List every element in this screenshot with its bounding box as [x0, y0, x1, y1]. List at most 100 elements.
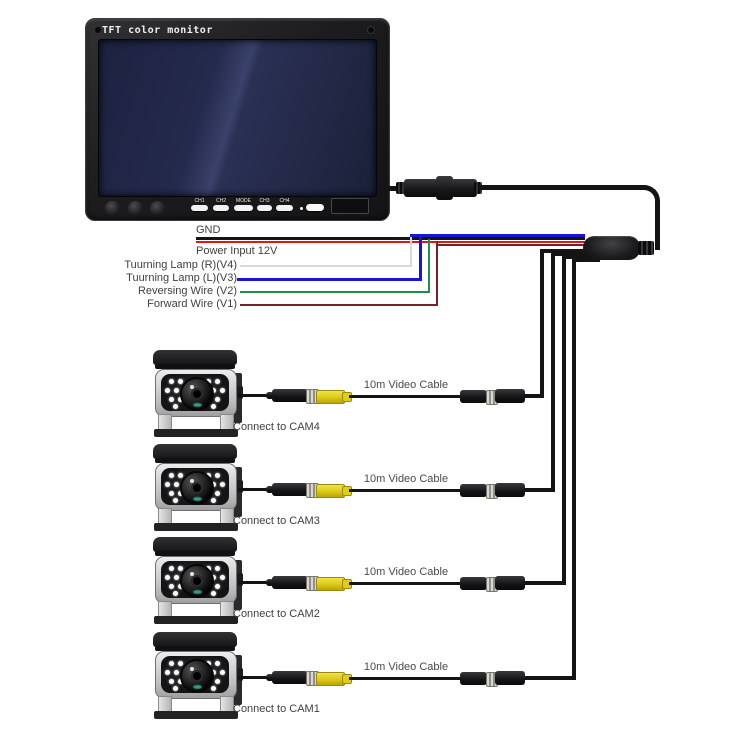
camera: [152, 347, 243, 439]
cam1-video-cable-stub: [572, 258, 600, 262]
connector-tail: [524, 581, 566, 585]
camera-connection-label: Connect to CAM3: [233, 515, 320, 527]
camera-lens: [180, 377, 214, 411]
monitor-cable-stub: [384, 186, 400, 191]
mode-button[interactable]: [234, 205, 253, 211]
camera-row-cam1: 10m Video Cable Connect to CAM1: [0, 629, 750, 725]
ch3-button[interactable]: [257, 205, 272, 211]
aviation-connector-male: [272, 671, 308, 684]
camera-sun-visor: [153, 350, 237, 365]
button-label-mode: MODE: [236, 198, 251, 204]
button-label-ch1: CH1: [194, 198, 205, 204]
camera-pigtail: [238, 676, 274, 679]
turn-right-wire-riser: [410, 237, 412, 267]
video-cable: [349, 489, 461, 492]
turn-right-wire: [240, 265, 411, 267]
wire-label-turn-left: Tuurning Lamp (L)(V3): [126, 272, 237, 284]
monitor-screen: [98, 39, 377, 197]
video-cable: [349, 395, 461, 398]
yellow-rca-connector: [316, 577, 345, 591]
connector-tip: [266, 579, 274, 586]
camera-lens: [180, 564, 214, 598]
cam2-video-cable-riser: [562, 255, 566, 585]
video-cable-label: 10m Video Cable: [363, 473, 449, 485]
cam3-video-cable-stub: [551, 252, 600, 256]
camera: [152, 534, 243, 626]
camera-connection-label: Connect to CAM4: [233, 421, 320, 433]
screw-icon: [367, 26, 375, 34]
aviation-connector-male: [272, 389, 308, 402]
monitor-title: TFT color monitor: [102, 25, 213, 36]
camera-pigtail: [238, 488, 274, 491]
ch4-button[interactable]: [276, 205, 293, 211]
cam2-video-cable-stub: [562, 255, 600, 259]
video-cable-label: 10m Video Cable: [363, 566, 449, 578]
video-cable: [349, 582, 461, 585]
connector-ridges: [474, 182, 482, 194]
connector-tail: [524, 488, 555, 492]
aviation-connector-male: [495, 483, 525, 497]
camera-face: [161, 374, 229, 411]
video-cable-label: 10m Video Cable: [363, 661, 449, 673]
camera-pigtail: [238, 581, 274, 584]
camera-visor-lip: [155, 364, 235, 369]
gnd-wire: [196, 237, 585, 240]
ch2-button[interactable]: [213, 205, 229, 211]
yellow-rca-connector: [316, 672, 345, 686]
wire-label-power: Power Input 12V: [196, 245, 278, 257]
connector-tail: [524, 394, 544, 398]
camera-cable-gland: [237, 386, 243, 399]
aviation-connector-female: [460, 390, 487, 403]
power-wire: [196, 241, 585, 243]
aviation-connector-male: [495, 671, 525, 685]
wire-label-gnd: GND: [196, 224, 221, 236]
wire-label-reversing: Reversing Wire (V2): [137, 285, 237, 297]
connector-tip: [266, 674, 274, 681]
four-channel-junction-connector: [583, 236, 640, 260]
aviation-connector-male: [495, 576, 525, 590]
video-cable: [349, 677, 461, 680]
camera-row-cam4: 10m Video Cable Connect to CAM4: [0, 347, 750, 443]
button-label-ch4: CH4: [279, 198, 290, 204]
aviation-connector-female: [460, 484, 487, 497]
connector-tip: [266, 486, 274, 493]
camera-connection-label: Connect to CAM2: [233, 608, 320, 620]
reversing-wire: [240, 291, 429, 293]
cam1-video-cable-riser: [572, 258, 576, 680]
bundle-maroon: [437, 244, 585, 246]
yellow-rca-connector: [316, 390, 345, 404]
ir-receiver-window: [331, 198, 369, 214]
turn-left-wire: [237, 278, 421, 281]
camera: [152, 441, 243, 533]
camera: [152, 629, 243, 721]
bezel-bump: [128, 201, 143, 216]
barrel-connector-male: [404, 179, 438, 197]
connector-ridges: [396, 182, 406, 194]
camera-bracket-base: [154, 429, 238, 437]
junction-strain-relief: [638, 241, 654, 255]
connector-tail: [524, 676, 576, 680]
tft-monitor: TFT color monitor CH1 CH2 MODE CH3 CH4: [85, 18, 390, 221]
aviation-connector-male: [272, 576, 308, 589]
wire-label-turn-right: Tuurning Lamp (R)(V4): [124, 259, 237, 271]
bundle-blue: [410, 234, 585, 237]
aviation-connector-female: [460, 672, 487, 685]
ch1-button[interactable]: [191, 205, 208, 211]
wire-label-forward: Forward Wire (V1): [147, 298, 237, 310]
camera-row-cam3: 10m Video Cable Connect to CAM3: [0, 441, 750, 537]
button-label-ch2: CH2: [215, 198, 226, 204]
forward-wire: [240, 304, 438, 306]
bezel-bump: [105, 201, 120, 216]
aviation-connector-female: [460, 577, 487, 590]
camera-pigtail: [238, 394, 274, 397]
cam4-video-cable-riser: [540, 249, 544, 398]
reversing-wire-riser: [428, 239, 430, 293]
aviation-connector-male: [272, 483, 308, 496]
barrel-connector-collar: [436, 176, 453, 200]
power-button[interactable]: [306, 204, 324, 211]
forward-wire-riser: [436, 241, 438, 306]
barrel-connector-female: [451, 179, 477, 197]
cam3-video-cable-riser: [551, 252, 555, 492]
button-label-ch3: CH3: [259, 198, 270, 204]
